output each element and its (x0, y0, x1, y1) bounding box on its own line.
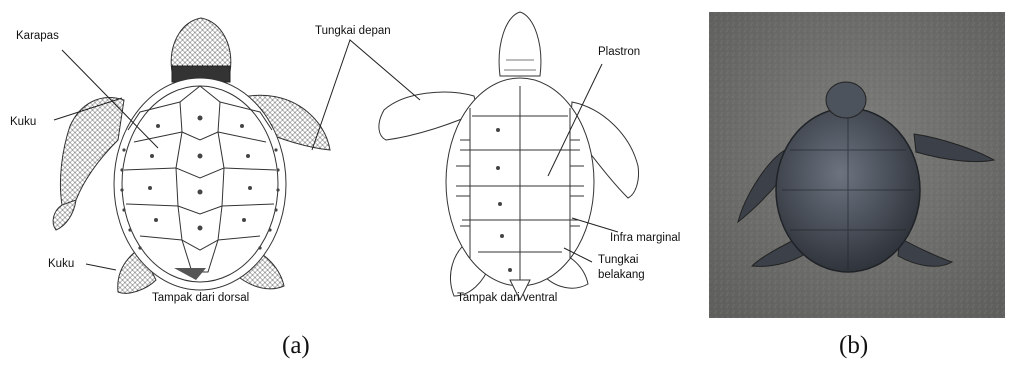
hatchling-photo (709, 12, 1005, 318)
label-kuku-top: Kuku (10, 116, 36, 129)
label-tungkai-belakang-2: belakang (598, 269, 645, 282)
label-dorsal-view: Tampak dari dorsal (152, 292, 249, 305)
label-karapas: Karapas (16, 30, 59, 43)
label-ventral-view: Tampak dari ventral (457, 292, 557, 305)
label-kuku-bottom: Kuku (48, 258, 74, 271)
dorsal-turtle-drawing (53, 18, 330, 293)
label-plastron: Plastron (598, 46, 640, 59)
caption-a: (a) (282, 332, 310, 360)
label-infra-marginal: Infra marginal (610, 232, 680, 245)
label-tungkai-belakang-1: Tungkai (598, 254, 639, 267)
label-tungkai-depan: Tungkai depan (315, 25, 391, 38)
caption-b: (b) (839, 332, 868, 360)
